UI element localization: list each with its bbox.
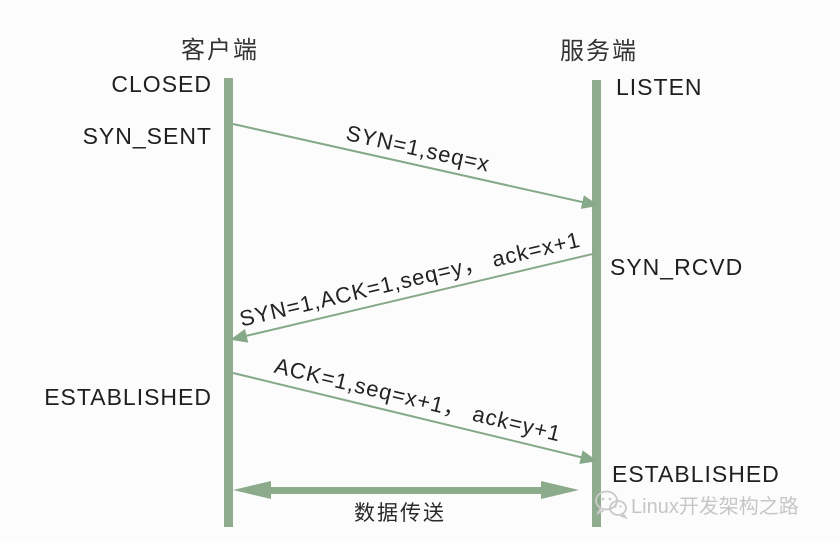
message-label-ack: ACK=1,seq=x+1， ack=y+1	[272, 352, 564, 447]
arrowhead-left-icon	[233, 481, 271, 499]
data-transfer-label: 数据传送	[354, 502, 446, 525]
message-arrow-ack: ACK=1,seq=x+1， ack=y+1	[232, 353, 600, 468]
message-label-syn: SYN=1,seq=x	[343, 120, 493, 177]
message-label-syn-ack: SYN=1,ACK=1,seq=y， ack=x+1	[237, 226, 583, 332]
client-title: 客户端	[181, 37, 259, 64]
state-syn-sent: SYN_SENT	[82, 123, 212, 149]
message-arrow-syn-ack: SYN=1,ACK=1,seq=y， ack=x+1	[228, 227, 596, 347]
state-established-server: ESTABLISHED	[612, 461, 780, 487]
state-syn-rcvd: SYN_RCVD	[610, 254, 744, 280]
wechat-icon	[595, 490, 628, 519]
arrowhead-right-icon	[579, 450, 600, 468]
state-established-client: ESTABLISHED	[44, 384, 212, 410]
arrowhead-right-icon	[580, 195, 601, 213]
server-title: 服务端	[560, 38, 638, 65]
arrow-shaft	[261, 487, 551, 494]
state-closed: CLOSED	[111, 71, 212, 97]
watermark-text: Linux开发架构之路	[631, 495, 799, 518]
arrowhead-right-icon	[541, 481, 579, 499]
data-transfer-arrow	[233, 481, 579, 499]
watermark: Linux开发架构之路	[594, 489, 799, 519]
client-lifeline	[224, 78, 233, 527]
message-arrow-syn: SYN=1,seq=x	[232, 120, 601, 213]
state-listen: LISTEN	[616, 74, 703, 100]
server-lifeline	[592, 80, 601, 527]
